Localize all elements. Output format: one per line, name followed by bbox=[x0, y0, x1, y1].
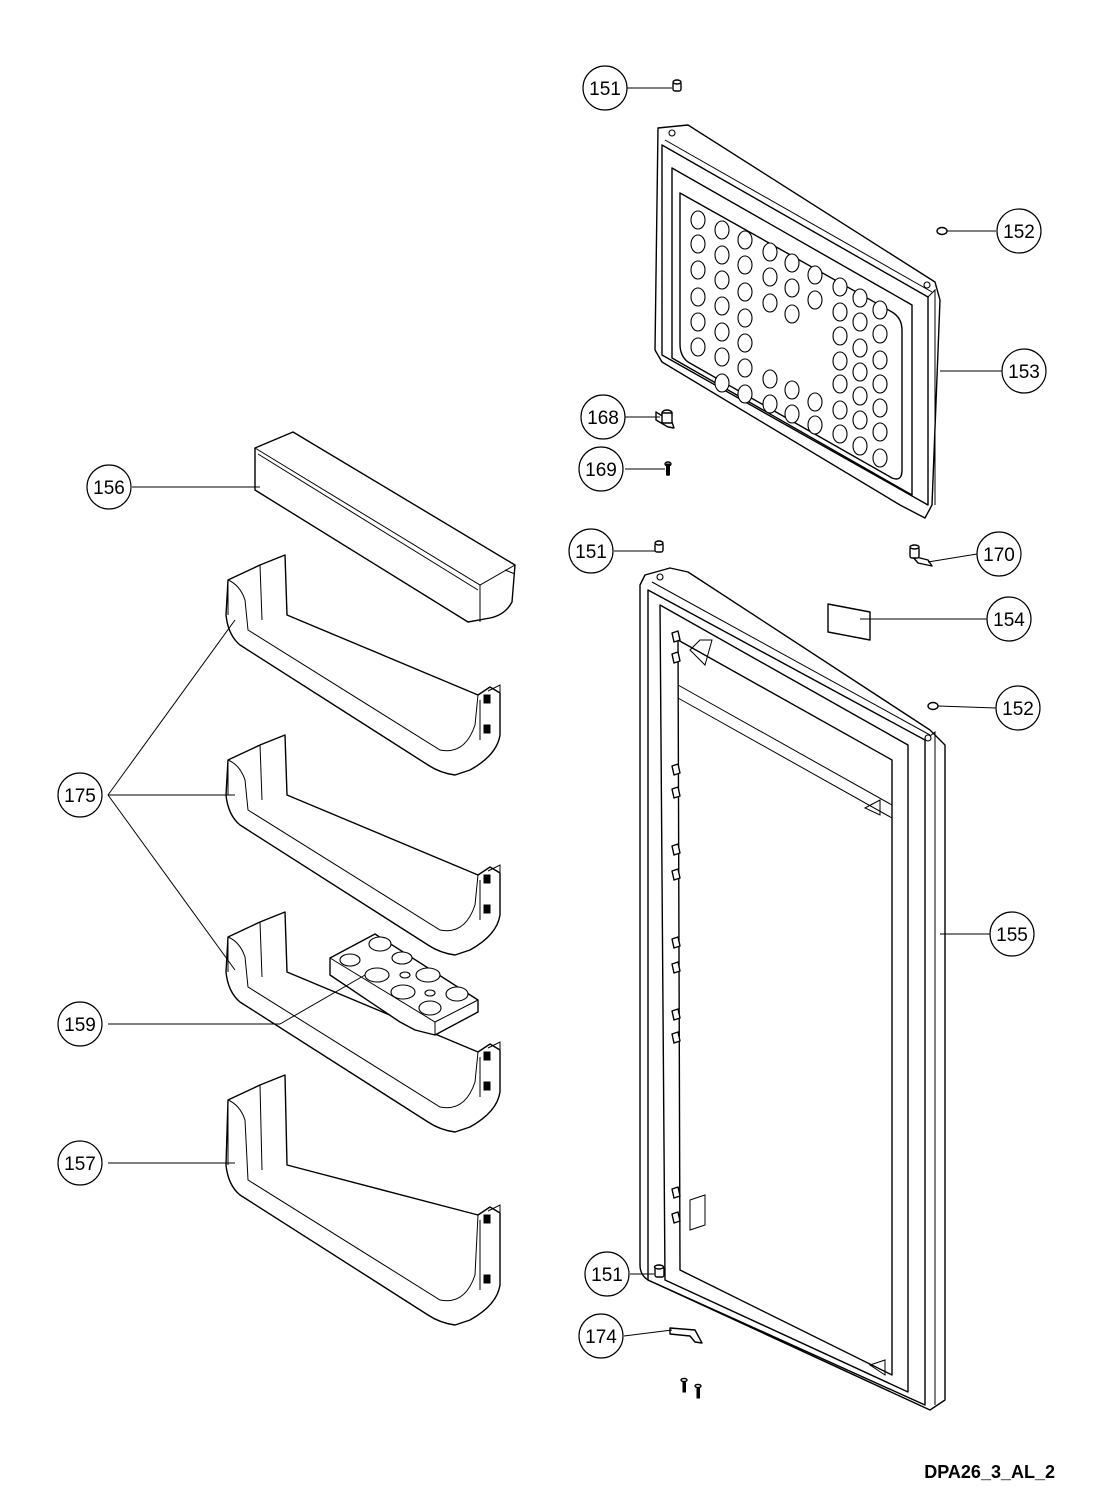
door-bin bbox=[225, 734, 501, 956]
leader-lines bbox=[107, 87, 1002, 1337]
callout-number: 151 bbox=[589, 79, 621, 100]
hinge-168 bbox=[655, 409, 675, 429]
callout-number: 159 bbox=[64, 1015, 96, 1036]
callout-153: 153 bbox=[1001, 348, 1047, 394]
callout-152: 152 bbox=[995, 685, 1041, 731]
callout-154: 154 bbox=[986, 596, 1032, 642]
drawing-code: DPA26_3_AL_2 bbox=[924, 1462, 1055, 1482]
callout-number: 174 bbox=[585, 1327, 617, 1348]
screw-169 bbox=[664, 461, 672, 476]
door-bin bbox=[225, 1074, 501, 1326]
callout-number: 169 bbox=[585, 460, 617, 481]
pin-151c bbox=[653, 1264, 665, 1278]
callout-number: 151 bbox=[591, 1265, 623, 1286]
callout-152: 152 bbox=[996, 208, 1042, 254]
callout-number: 152 bbox=[1003, 222, 1035, 243]
callout-number: 175 bbox=[64, 786, 96, 807]
callout-number: 153 bbox=[1008, 362, 1040, 383]
door-bin bbox=[225, 554, 501, 776]
pin-151a bbox=[672, 79, 682, 92]
callout-number: 168 bbox=[587, 408, 619, 429]
callout-151: 151 bbox=[568, 528, 614, 574]
callout-168: 168 bbox=[580, 394, 626, 440]
callout-169: 169 bbox=[578, 446, 624, 492]
cap-152b bbox=[927, 701, 939, 711]
hinge-170 bbox=[909, 544, 933, 567]
callout-151: 151 bbox=[584, 1251, 630, 1297]
door-bins bbox=[225, 554, 501, 1326]
door-shelf-tabs bbox=[671, 630, 681, 1224]
door-bin bbox=[225, 911, 501, 1133]
callout-159: 159 bbox=[57, 1001, 103, 1047]
freezer-door bbox=[654, 124, 941, 519]
callout-155: 155 bbox=[989, 911, 1035, 957]
butter-compartment-lid bbox=[254, 431, 516, 623]
callout-number: 170 bbox=[983, 545, 1015, 566]
callout-174: 174 bbox=[578, 1313, 624, 1359]
callout-number: 154 bbox=[993, 610, 1025, 631]
egg-tray bbox=[329, 933, 479, 1036]
callout-number: 151 bbox=[575, 542, 607, 563]
fridge-door bbox=[639, 567, 946, 1411]
cap-152a bbox=[936, 226, 948, 236]
callout-number: 152 bbox=[1002, 699, 1034, 720]
callout-175: 175 bbox=[57, 772, 103, 818]
bracket-174 bbox=[669, 1327, 703, 1344]
hardware-parts bbox=[653, 79, 948, 1399]
door-dimple-pattern bbox=[690, 210, 888, 468]
callout-number: 155 bbox=[996, 925, 1028, 946]
screws-bottom bbox=[680, 1377, 702, 1399]
callout-labels: 151 152 153 168 169 156 151 170 154 152 175 155 159 1… bbox=[57, 65, 1047, 1359]
pin-151b bbox=[654, 540, 664, 553]
callout-number: 156 bbox=[93, 478, 125, 499]
callout-number: 157 bbox=[64, 1154, 96, 1175]
label-plate bbox=[827, 603, 871, 641]
callout-151: 151 bbox=[582, 65, 628, 111]
callout-156: 156 bbox=[86, 464, 132, 510]
callout-170: 170 bbox=[976, 531, 1022, 577]
callout-157: 157 bbox=[57, 1140, 103, 1186]
